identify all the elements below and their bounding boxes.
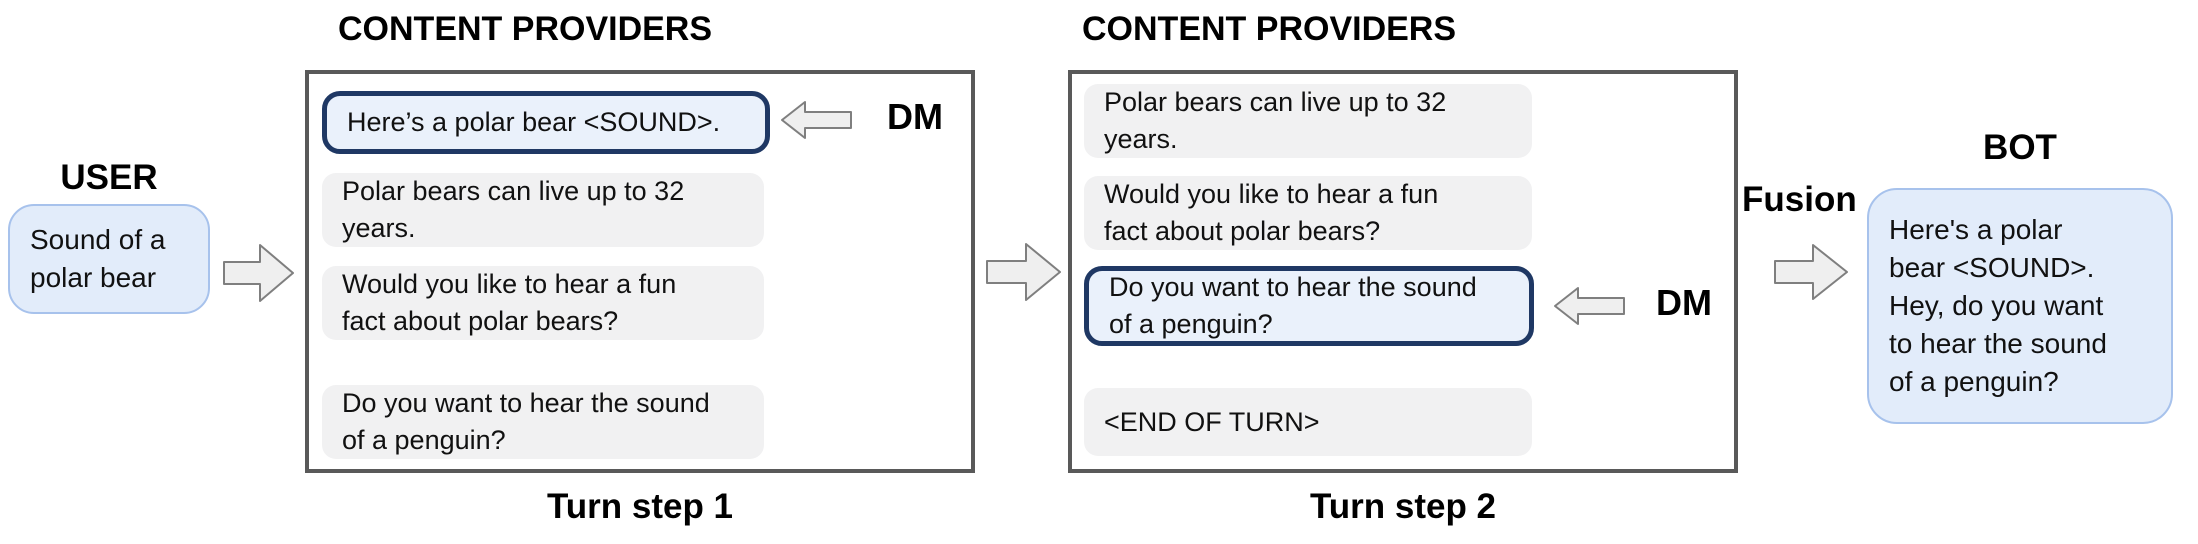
- arrow-right-fusion-to-bot-icon: [1774, 244, 1848, 300]
- arrow-left-dm-turn2-icon: [1554, 287, 1625, 325]
- dm-label-turn1: DM: [887, 96, 943, 137]
- fusion-label: Fusion: [1742, 180, 1857, 219]
- bot-label: BOT: [1983, 128, 2057, 167]
- bot-message-bubble: Here's a polar bear <SOUND>. Hey, do you…: [1867, 188, 2173, 424]
- arrow-right-user-to-turn1-icon: [223, 244, 294, 302]
- user-message-bubble: Sound of a polar bear: [8, 204, 210, 314]
- turn2-caption: Turn step 2: [1309, 487, 1497, 526]
- turn2-message: Would you like to hear a fun fact about …: [1084, 176, 1532, 250]
- user-label: USER: [60, 158, 158, 197]
- turn2-message: Polar bears can live up to 32 years.: [1084, 84, 1532, 158]
- turn1-message: Polar bears can live up to 32 years.: [322, 173, 764, 247]
- turn1-caption: Turn step 1: [546, 487, 734, 526]
- turn1-message: Do you want to hear the sound of a pengu…: [322, 385, 764, 459]
- dm-label-turn2: DM: [1656, 282, 1712, 323]
- arrow-left-dm-turn1-icon: [781, 101, 852, 139]
- turn1-message: Would you like to hear a fun fact about …: [322, 266, 764, 340]
- turn1-title: CONTENT PROVIDERS: [338, 10, 713, 48]
- arrow-right-turn1-to-turn2-icon: [986, 243, 1061, 301]
- turn2-title: CONTENT PROVIDERS: [1082, 10, 1457, 48]
- turn2-panel: Polar bears can live up to 32 years. Wou…: [1068, 70, 1738, 473]
- turn1-panel: Here’s a polar bear <SOUND>. Polar bears…: [305, 70, 975, 473]
- turn1-message-selected: Here’s a polar bear <SOUND>.: [322, 91, 770, 154]
- turn2-message: <END OF TURN>: [1084, 388, 1532, 456]
- turn2-message-selected: Do you want to hear the sound of a pengu…: [1084, 266, 1534, 346]
